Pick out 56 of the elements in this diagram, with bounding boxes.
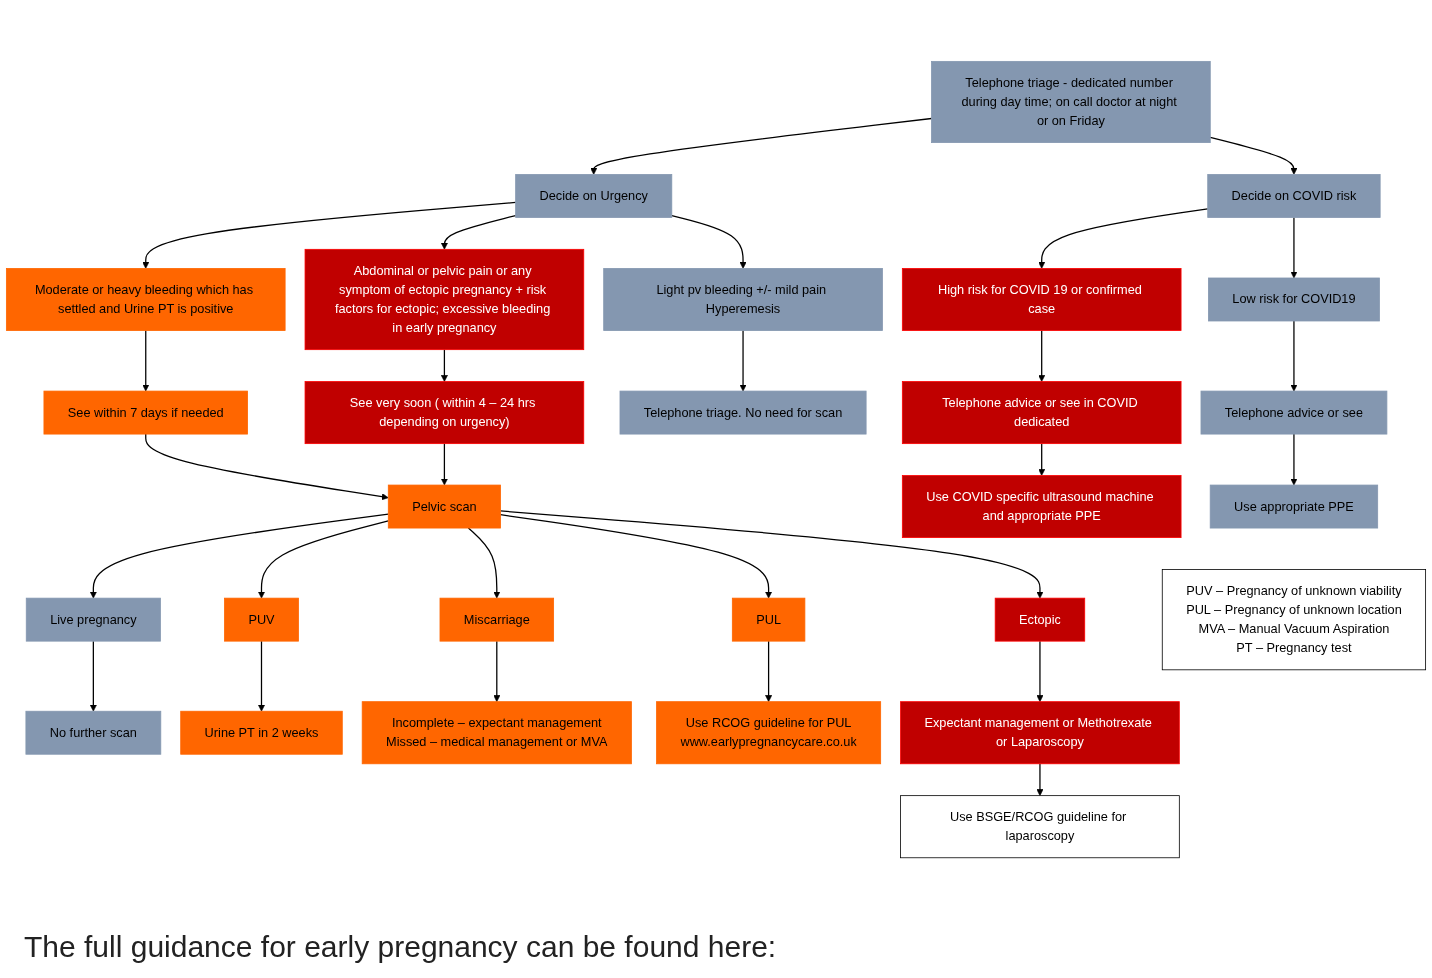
node-box: See very soon ( within 4 – 24 hrs depending on urgency) xyxy=(304,381,585,445)
arrow xyxy=(1036,763,1044,797)
node-box: See within 7 days if needed xyxy=(43,391,248,435)
arrow xyxy=(1038,330,1046,383)
arrow xyxy=(1036,640,1044,703)
node-box: Use RCOG guideline for PUL www.earlypregnancycare.co.uk xyxy=(656,701,882,765)
arrow xyxy=(89,513,389,599)
arrow xyxy=(89,640,97,712)
arrow xyxy=(1290,433,1298,486)
arrow xyxy=(765,640,773,703)
node-box: Expectant management or Methotrexate or Laparoscopy xyxy=(900,701,1180,765)
node-box: No further scan xyxy=(25,711,162,756)
arrow xyxy=(493,640,501,703)
node-box: Incomplete – expectant management Missed – medical management or MVA xyxy=(361,701,632,765)
arrow xyxy=(142,202,517,270)
arrow xyxy=(258,520,389,599)
node-box: Use BSGE/RCOG guideline for laparoscopy xyxy=(900,795,1180,859)
arrow xyxy=(440,443,448,486)
node-box: Decide on COVID risk xyxy=(1207,174,1381,219)
node-box: High risk for COVID 19 or confirmed case xyxy=(901,268,1182,332)
arrow xyxy=(590,118,933,176)
node-box: Telephone advice or see in COVID dedicated xyxy=(901,381,1182,445)
node-box: Ectopic xyxy=(994,598,1086,642)
arrow xyxy=(440,215,517,251)
arrow xyxy=(145,433,389,501)
node-box: Decide on Urgency xyxy=(515,174,673,219)
arrow xyxy=(258,640,265,712)
node-box: Abdominal or pelvic pain or any symptom of ectopic pregnancy + risk factors for ectopic; excessive bleeding in early pregnancy xyxy=(304,249,585,351)
node-box: Live pregnancy xyxy=(25,598,161,642)
node-box: Use appropriate PPE xyxy=(1209,485,1379,529)
node-box: Light pv bleeding +/- mild pain Hyperemesis xyxy=(603,268,883,332)
arrow xyxy=(739,330,747,392)
caption: The full guidance for early pregnancy can be found here: xyxy=(24,930,777,964)
node-box: Miscarriage xyxy=(439,598,554,642)
node-box: Telephone advice or see xyxy=(1200,391,1388,435)
arrow xyxy=(1038,443,1046,477)
arrow xyxy=(1290,320,1298,392)
node-box: Telephone triage. No need for scan xyxy=(619,391,867,435)
node-box: Low risk for COVID19 xyxy=(1208,278,1380,322)
arrow xyxy=(499,514,773,599)
node-box: Use COVID specific ultrasound machine and appropriate PPE xyxy=(901,475,1182,539)
node-box: PUL xyxy=(731,598,806,642)
node-box: Pelvic scan xyxy=(387,485,501,529)
arrow xyxy=(1209,137,1298,176)
arrow xyxy=(671,215,747,270)
arrow xyxy=(440,349,448,383)
arrow xyxy=(142,330,150,392)
arrow xyxy=(499,510,1044,599)
arrow xyxy=(1290,217,1298,279)
arrow xyxy=(467,527,501,599)
node-box: Moderate or heavy bleeding which has settled and Urine PT is positive xyxy=(5,268,286,332)
arrow xyxy=(1038,208,1209,270)
node-box: Telephone triage - dedicated number during day time; on call doctor at night or on Friday xyxy=(931,61,1211,144)
node-box: PUV xyxy=(224,598,299,642)
node-box: PUV – Pregnancy of unknown viability PUL – Pregnancy of unknown location MVA – Manual Vacuum Aspiration PT – Pregnancy test xyxy=(1161,569,1426,671)
node-box: Urine PT in 2 weeks xyxy=(180,711,343,756)
